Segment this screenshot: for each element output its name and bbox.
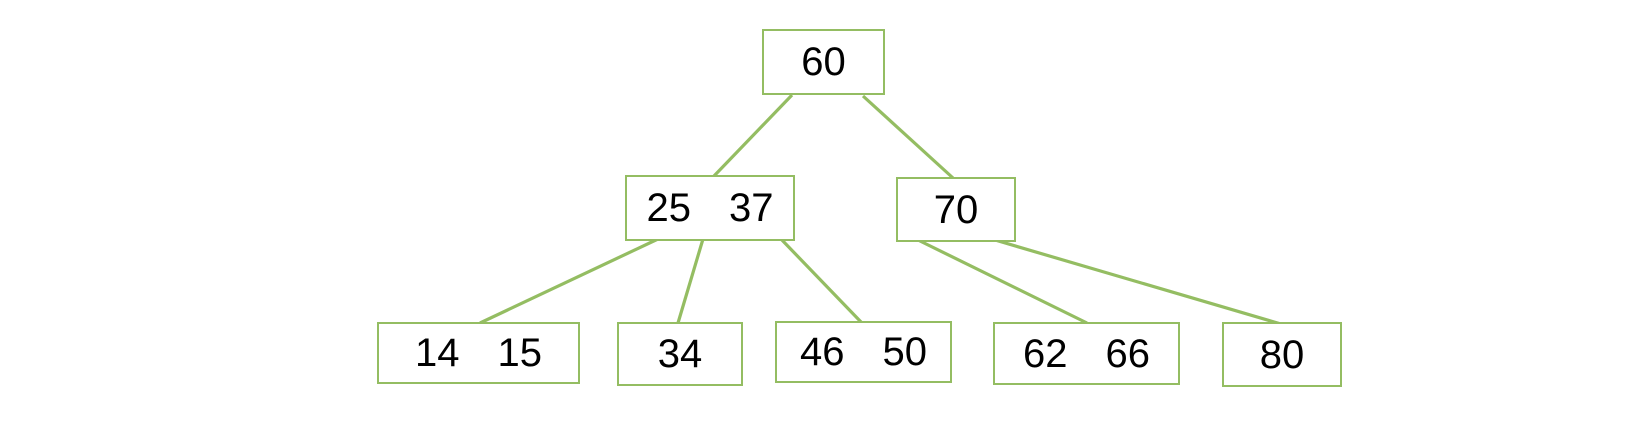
tree-node-34: 34 bbox=[617, 322, 743, 386]
node-key: 50 bbox=[882, 330, 928, 374]
tree-node-25-37: 25 37 bbox=[625, 175, 795, 241]
tree-edge-70-to-62-66 bbox=[917, 238, 1088, 325]
tree-node-60: 60 bbox=[762, 29, 885, 95]
node-key: 62 bbox=[1023, 331, 1068, 376]
node-key: 34 bbox=[657, 332, 703, 376]
node-key: 46 bbox=[800, 330, 845, 374]
tree-edge-25-37-to-34 bbox=[676, 238, 705, 324]
tree-edge-25-37-to-14-15 bbox=[479, 237, 659, 325]
tree-edge-60-to-70 bbox=[861, 94, 955, 180]
node-key: 70 bbox=[933, 187, 979, 232]
tree-node-80: 80 bbox=[1222, 322, 1342, 387]
node-key: 80 bbox=[1259, 332, 1305, 377]
tree-node-14-15: 14 15 bbox=[377, 322, 580, 384]
node-key: 15 bbox=[497, 331, 543, 375]
tree-edge-25-37-to-46-50 bbox=[779, 237, 863, 324]
node-key: 25 bbox=[646, 186, 692, 230]
node-key: 60 bbox=[801, 40, 846, 84]
tree-edge-70-to-80 bbox=[994, 238, 1282, 326]
tree-edge-60-to-25-37 bbox=[712, 93, 794, 178]
tree-node-46-50: 46 50 bbox=[775, 321, 952, 383]
node-key: 37 bbox=[729, 186, 774, 230]
tree-node-62-66: 62 66 bbox=[993, 322, 1180, 385]
node-key: 66 bbox=[1105, 331, 1151, 376]
node-key: 14 bbox=[415, 331, 460, 375]
tree-node-70: 70 bbox=[896, 177, 1016, 242]
